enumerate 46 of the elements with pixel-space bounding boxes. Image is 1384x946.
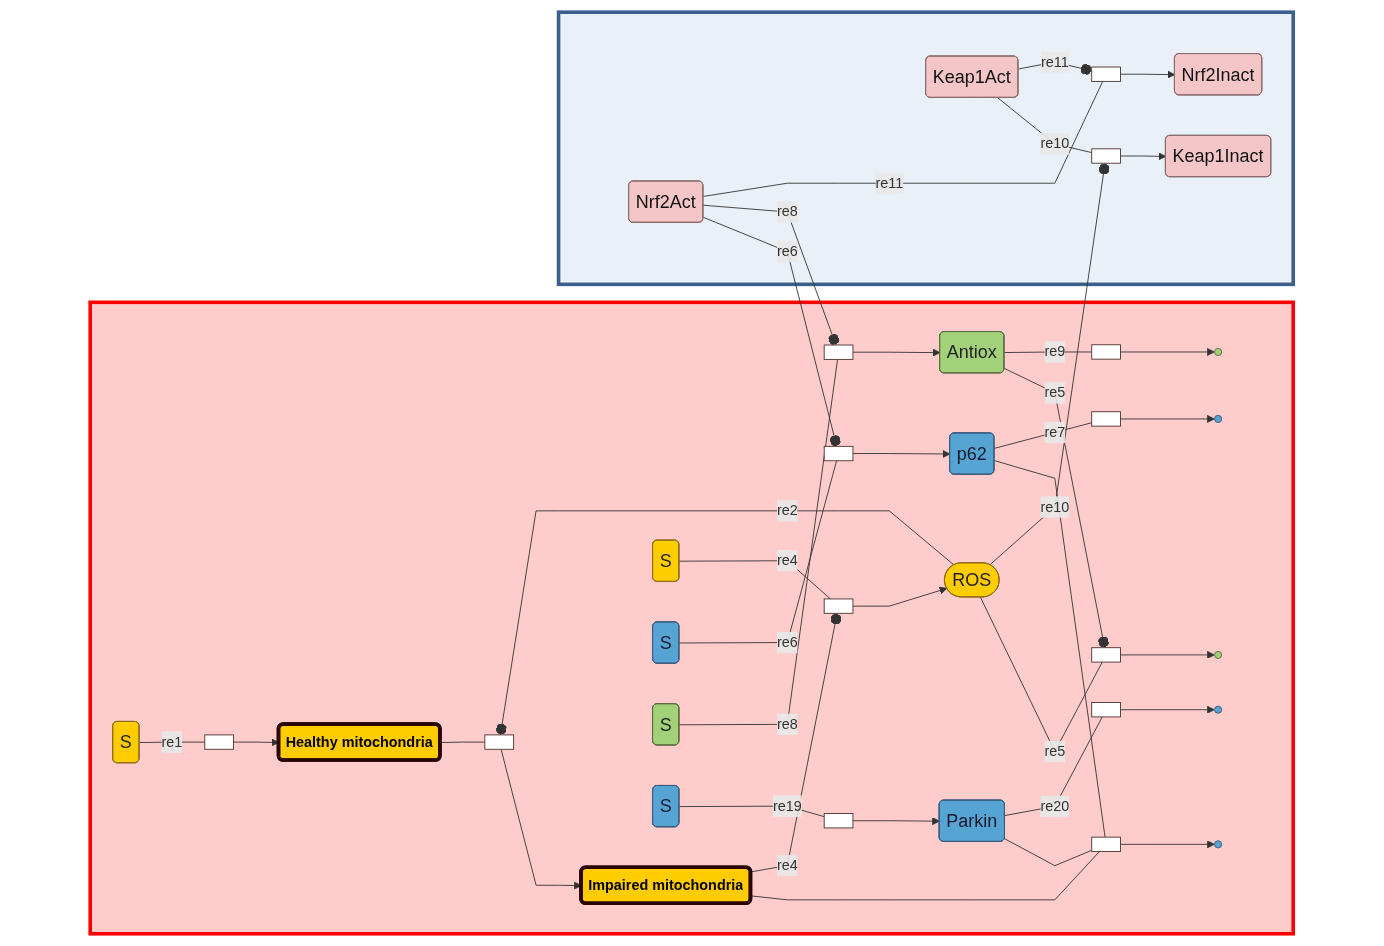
edge-label: re10 <box>1040 135 1070 152</box>
edge-label: re6 <box>777 243 798 259</box>
connector <box>679 560 832 600</box>
edge-label: re2 <box>777 502 798 519</box>
edge-label: re1 <box>161 734 183 750</box>
node-box <box>1091 647 1122 663</box>
node-circle <box>1214 414 1223 423</box>
edge-label: re11 <box>875 175 904 191</box>
node-circle <box>1214 650 1223 659</box>
node-box <box>1091 836 1122 852</box>
edge-label: re7 <box>1044 424 1066 440</box>
node-box <box>204 734 235 750</box>
edge-label: re6 <box>777 634 798 650</box>
node-box <box>824 813 854 829</box>
edge-label: re19 <box>773 798 802 814</box>
node-box <box>824 344 854 360</box>
node-box <box>484 734 515 750</box>
node-box <box>1091 66 1122 82</box>
edge-label: re10 <box>1040 498 1070 515</box>
connector <box>1004 351 1093 353</box>
edge-label: re4 <box>777 552 798 568</box>
edge-label: re9 <box>1044 343 1066 360</box>
edge-label: re5 <box>1044 384 1066 401</box>
edge-label: re5 <box>1044 743 1066 759</box>
node-box <box>824 598 854 614</box>
node-box <box>1091 411 1122 427</box>
node-box <box>1091 344 1122 360</box>
connector <box>1004 716 1103 816</box>
connector <box>703 80 1104 197</box>
edge-label: re8 <box>777 716 798 732</box>
edge-label: re8 <box>777 203 798 220</box>
connector <box>679 460 838 644</box>
edge-label: re20 <box>1040 798 1070 814</box>
node-box <box>1091 148 1122 164</box>
node-circle <box>1214 347 1223 357</box>
node-circle <box>1214 705 1223 714</box>
cluster <box>557 10 1296 287</box>
edge-label: re11 <box>1041 54 1069 70</box>
node-box <box>1091 702 1122 718</box>
edge-label: re4 <box>777 857 798 873</box>
connector <box>679 358 839 726</box>
connector <box>994 460 1106 838</box>
cluster <box>88 300 1296 936</box>
node-circle <box>1214 840 1223 849</box>
connector <box>1004 838 1093 867</box>
node-box <box>824 445 854 462</box>
